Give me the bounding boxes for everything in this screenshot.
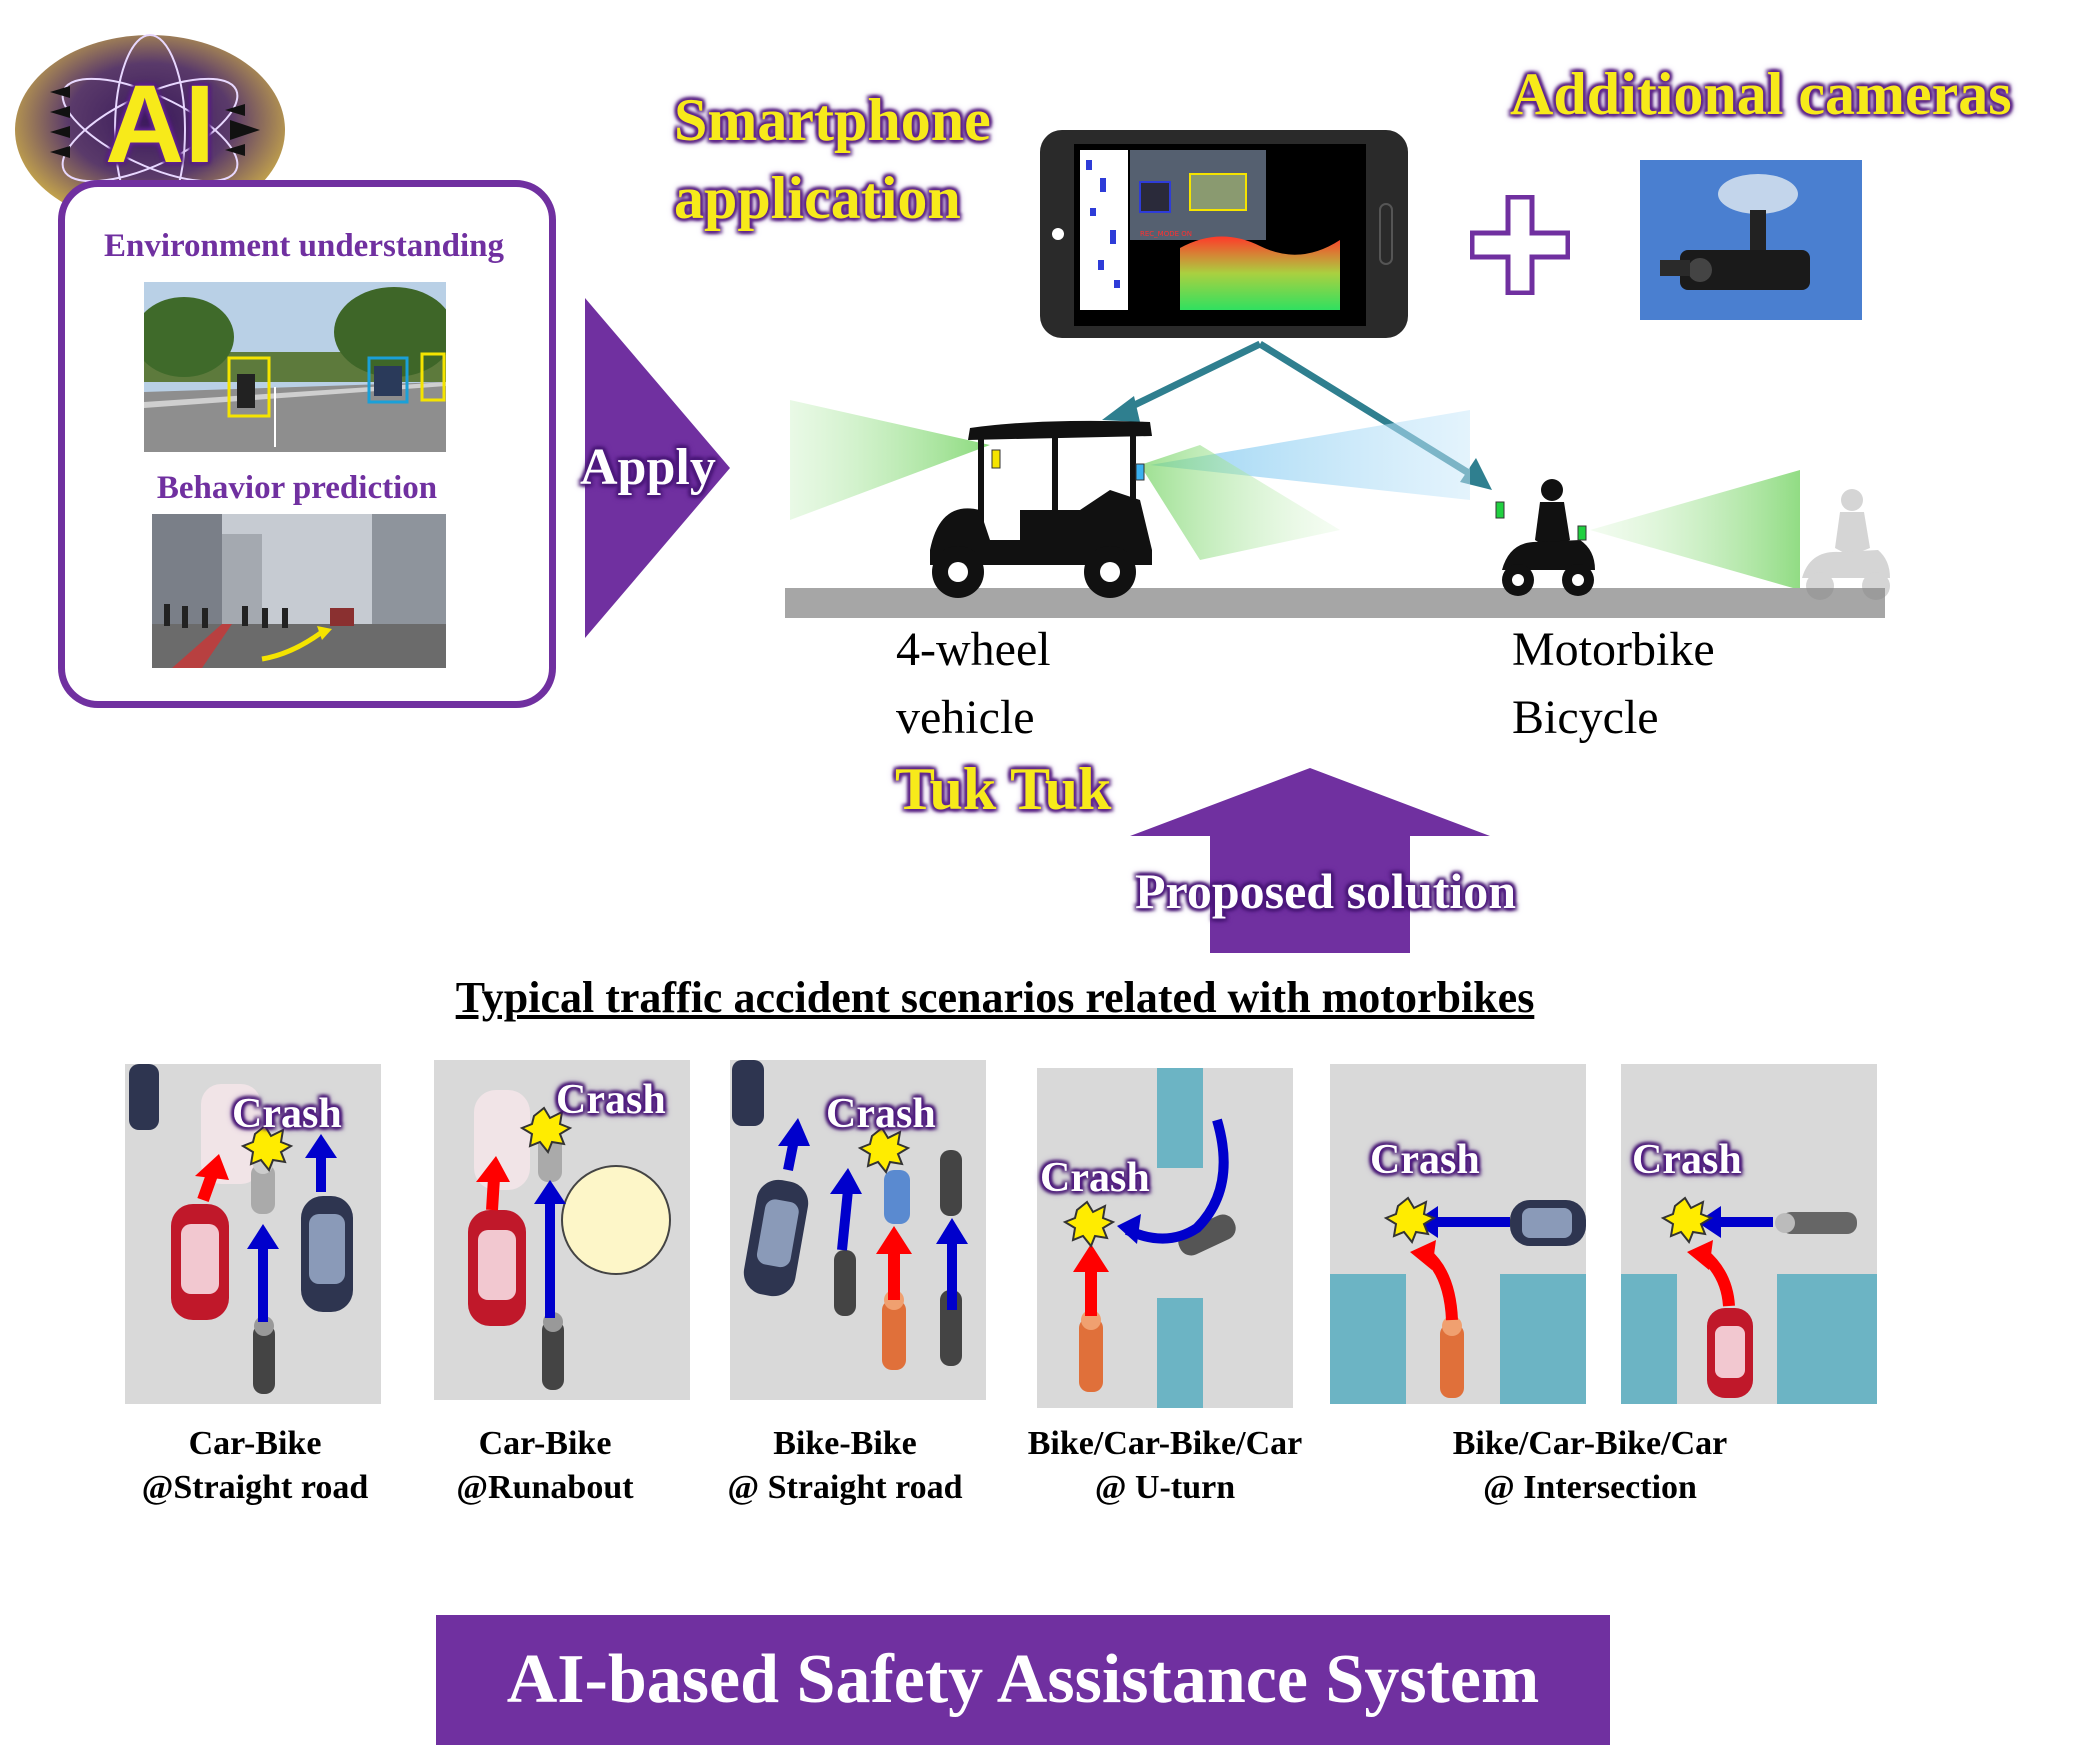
proposed-solution-arrow [1130,768,1490,953]
scenario-caption-4-line1: Bike/Car-Bike/Car [1027,1425,1303,1462]
crash-burst-icon [240,1124,294,1172]
car-icon [1707,1308,1753,1398]
crash-label-5: Crash [1370,1137,1480,1183]
smartphone-icon: REC_MODE ON [1040,130,1408,338]
crash-burst-icon [519,1106,573,1154]
bike-icon [1775,1212,1857,1234]
vehicle-left-line1: 4-wheel [896,623,1051,676]
scenario-panel-3 [730,1060,986,1400]
additional-cameras-label: Additional cameras [1510,61,2012,127]
bicycle-rider-icon [1802,489,1890,600]
crash-burst-icon [1383,1196,1437,1244]
tuk-tuk-icon [930,420,1152,598]
bike-icon [542,1312,564,1390]
crash-label-2: Crash [556,1077,666,1123]
scenario-caption-4: Bike/Car-Bike/Car @ U-turn [1000,1422,1330,1510]
scenario-caption-5-line1: Bike/Car-Bike/Car [1452,1425,1728,1462]
scenario-caption-3-line1: Bike-Bike [773,1425,917,1462]
smartphone-label-line2: application [674,165,961,231]
behavior-image [152,514,446,668]
crash-label-3: Crash [826,1091,936,1137]
car-icon [468,1210,526,1326]
system-title: AI-based Safety Assistance System [506,1641,1540,1718]
tuk-tuk-label: Tuk Tuk [895,756,1112,822]
ai-atom-icon [15,34,285,226]
bike-icon [884,1170,910,1224]
phone-screen-text: REC_MODE ON [1140,230,1192,238]
scenario-caption-3-line2: @ Straight road [727,1469,963,1506]
bike-icon [882,1290,906,1370]
vehicle-left-line2: vehicle [896,691,1035,744]
crash-label-1: Crash [232,1091,342,1137]
camera-mount-icon [1640,160,1862,320]
behavior-prediction-label: Behavior prediction [156,470,438,506]
system-title-banner: AI-based Safety Assistance System [436,1615,1610,1745]
scenario-caption-5-line2: @ Intersection [1483,1469,1697,1506]
environment-understanding-label: Environment understanding [103,228,505,264]
vehicle-right-line1: Motorbike [1512,623,1715,676]
bike-icon [1079,1310,1103,1392]
crash-label-6: Crash [1632,1137,1742,1183]
apply-label: Apply [580,439,716,496]
car-icon [129,1064,159,1130]
bike-icon [1178,1214,1236,1256]
proposed-solution-label: Proposed solution [1135,863,1517,919]
scenarios-title: Typical traffic accident scenarios relat… [455,973,1535,1022]
scenario-caption-5: Bike/Car-Bike/Car @ Intersection [1420,1422,1760,1510]
scenario-panel-1 [125,1064,381,1404]
plus-icon [1470,195,1570,295]
apply-arrow [585,298,730,638]
scenario-caption-2: Car-Bike @Runabout [420,1422,670,1510]
ai-badge-label: AI [105,63,215,186]
scenario-caption-4-line2: @ U-turn [1094,1469,1236,1506]
scenario-panel-2 [434,1060,690,1400]
scenario-panel-4 [1037,1068,1293,1408]
car-icon [301,1196,353,1312]
car-icon [743,1179,809,1297]
bike-icon [253,1316,275,1394]
scenario-caption-1: Car-Bike @Straight road [110,1422,400,1510]
scenario-panel-5 [1330,1064,1586,1404]
vehicle-right-line2: Bicycle [1512,691,1659,744]
vehicle-scene [785,400,1890,618]
scenario-caption-1-line1: Car-Bike [188,1425,322,1462]
smartphone-label-line1: Smartphone [674,87,991,153]
crash-burst-icon [1062,1200,1116,1248]
scenario-caption-2-line1: Car-Bike [478,1425,612,1462]
scenario-caption-3: Bike-Bike @ Straight road [700,1422,990,1510]
bike-icon [940,1150,962,1216]
car-icon [171,1204,229,1320]
scenario-caption-1-line2: @Straight road [141,1469,369,1506]
crash-label-4: Crash [1040,1155,1150,1201]
environment-image [144,282,446,452]
bike-icon [1440,1316,1464,1398]
crash-burst-icon [1660,1196,1714,1244]
scenario-panel-6 [1621,1064,1877,1404]
bike-icon [834,1250,856,1316]
car-icon [732,1060,764,1126]
crash-burst-icon [857,1126,911,1174]
motorbike-rider-icon [1495,479,1595,596]
car-icon [1510,1200,1586,1246]
scenario-caption-2-line2: @Runabout [456,1469,634,1506]
